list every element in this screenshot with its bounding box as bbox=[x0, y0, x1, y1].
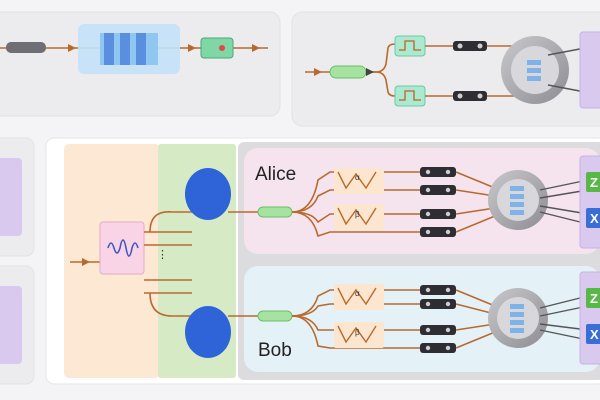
dispersion-box bbox=[99, 221, 145, 275]
ellipsis-marker: ⋮ bbox=[157, 249, 168, 261]
alice-z-box bbox=[586, 172, 600, 192]
alice-interferometer-beta bbox=[334, 204, 384, 230]
alice-detector-panel bbox=[579, 155, 600, 249]
modulator-box bbox=[200, 37, 234, 59]
beam-splitter-ring bbox=[501, 36, 569, 104]
arrow-1 bbox=[68, 44, 76, 52]
attenuator-lower bbox=[453, 91, 487, 101]
bob-beta-label: β bbox=[355, 328, 360, 337]
pulse-box-lower bbox=[394, 85, 426, 107]
bob-coupler bbox=[257, 310, 293, 322]
bob-alpha-label: α bbox=[355, 289, 360, 298]
bob-x-box bbox=[586, 324, 600, 344]
bob-detector-ring bbox=[488, 288, 548, 348]
alice-alpha-label: α bbox=[355, 173, 360, 182]
bob-z-label: Z bbox=[590, 291, 598, 306]
alice-interferometer-alpha bbox=[334, 168, 384, 194]
arrow-2 bbox=[188, 44, 196, 52]
alice-x-box bbox=[586, 208, 600, 228]
bob-z-box bbox=[586, 288, 600, 308]
top-left-panel bbox=[0, 11, 281, 117]
left-side-panels bbox=[0, 137, 35, 385]
bob-interferometer-alpha bbox=[334, 284, 384, 310]
top-right-detector-panel bbox=[579, 31, 600, 109]
bob-detector-panel bbox=[579, 271, 600, 365]
alice-label: Alice bbox=[255, 164, 297, 185]
bob-interferometer-beta bbox=[334, 322, 384, 348]
alice-x-label: X bbox=[590, 211, 599, 226]
alice-coupler bbox=[257, 206, 293, 218]
pulse-box-upper bbox=[394, 35, 426, 57]
bob-label: Bob bbox=[258, 340, 292, 361]
source-circle-bottom bbox=[185, 306, 231, 358]
alice-detector-ring bbox=[488, 170, 548, 230]
source-circle-top bbox=[185, 168, 231, 220]
top-right-panel bbox=[291, 11, 600, 127]
bob-attenuators bbox=[420, 285, 456, 353]
green-coupler bbox=[329, 65, 367, 79]
etalon-filter bbox=[78, 24, 180, 74]
alice-attenuators bbox=[420, 167, 456, 237]
arrow-3 bbox=[252, 44, 260, 52]
alice-z-label: Z bbox=[590, 175, 598, 190]
laser-module bbox=[6, 42, 46, 53]
main-panel bbox=[45, 137, 600, 385]
attenuator-upper bbox=[453, 41, 487, 51]
bob-x-label: X bbox=[590, 327, 599, 342]
alice-beta-label: β bbox=[355, 210, 360, 219]
